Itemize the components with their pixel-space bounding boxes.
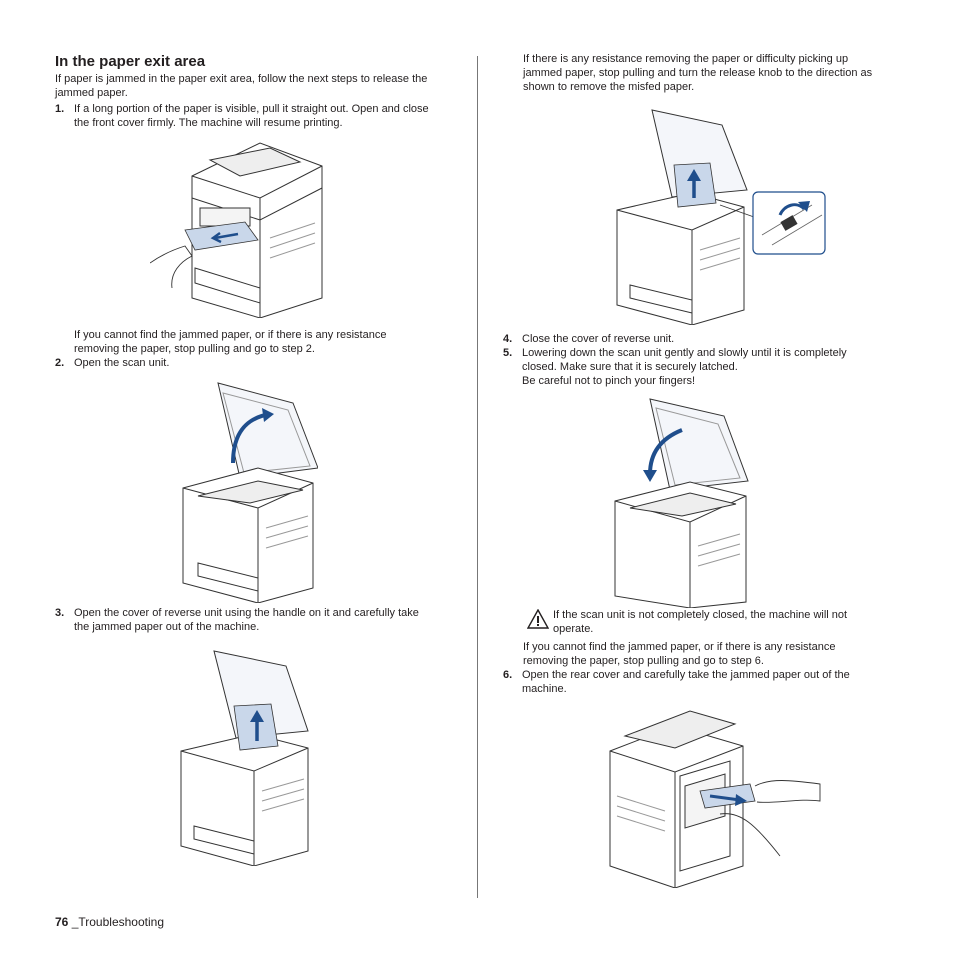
step-number: 6. — [503, 669, 513, 681]
step-number: 1. — [55, 103, 65, 115]
hand-icon — [754, 780, 821, 803]
step-number: 4. — [503, 333, 513, 345]
step-number: 5. — [503, 347, 513, 359]
note-line: removing the paper, stop pulling and go … — [523, 655, 764, 667]
page-footer: 76 _Troubleshooting — [55, 914, 164, 930]
warning-icon — [526, 608, 550, 634]
step-line: Lowering down the scan unit gently and s… — [522, 347, 847, 359]
figure-open-scan-unit — [178, 378, 318, 603]
printer-illustration — [616, 109, 826, 325]
figure-lower-scan-unit — [612, 396, 752, 608]
arrow-icon — [648, 428, 683, 475]
step-line: closed. Make sure that it is securely la… — [522, 361, 738, 373]
column-divider — [477, 56, 478, 898]
printer-illustration — [180, 650, 309, 866]
note-line: removing the paper, stop pulling and go … — [74, 343, 315, 355]
figure-release-knob — [612, 105, 827, 325]
intro-text: If paper is jammed in the paper exit are… — [55, 73, 428, 99]
note-line: If you cannot find the jammed paper, or … — [523, 641, 836, 653]
figure-reverse-unit-open — [176, 646, 316, 866]
rotate-arrow-icon — [778, 203, 806, 216]
step-line: Open the rear cover and carefully take t… — [522, 669, 850, 681]
arrow-icon — [210, 231, 239, 244]
step-line: Be careful not to pinch your fingers! — [522, 375, 696, 387]
arrowhead-icon — [687, 169, 701, 181]
warning-line: If the scan unit is not completely close… — [553, 609, 848, 621]
note-line: jammed paper, stop pulling and turn the … — [523, 67, 873, 79]
note-step1: If you cannot find the jammed paper, or … — [74, 328, 454, 356]
step-line: Open the scan unit. — [74, 357, 170, 369]
printer-illustration — [150, 142, 323, 318]
warning-line: operate. — [553, 623, 594, 635]
hand-icon — [150, 245, 193, 289]
step-line: Close the cover of reverse unit. — [522, 333, 675, 345]
printer-illustration — [614, 398, 749, 608]
figure-rear-cover — [605, 706, 825, 888]
step-line: machine. — [522, 683, 567, 695]
printer-illustration — [609, 710, 821, 888]
printer-illustration — [182, 382, 318, 603]
release-knob-icon — [780, 215, 798, 231]
step-line: If a long portion of the paper is visibl… — [74, 103, 429, 115]
note-line: shown to remove the misfed paper. — [523, 81, 695, 93]
warning-text: If the scan unit is not completely close… — [553, 608, 903, 636]
note-resistance: If there is any resistance removing the … — [523, 52, 903, 94]
arrowhead-icon — [250, 710, 264, 722]
step-line: Open the cover of reverse unit using the… — [74, 607, 419, 619]
note-step6: If you cannot find the jammed paper, or … — [523, 640, 903, 668]
note-line: If there is any resistance removing the … — [523, 53, 849, 65]
step-line: the front cover firmly. The machine will… — [74, 117, 343, 129]
arrowhead-icon — [262, 408, 274, 422]
page-number: 76 — [55, 915, 69, 929]
step-number: 2. — [55, 357, 65, 369]
hand-icon — [719, 813, 781, 857]
arrowhead-icon — [643, 470, 657, 482]
step-number: 3. — [55, 607, 65, 619]
section-title: In the paper exit area — [55, 53, 206, 70]
arrow-icon — [709, 794, 741, 802]
figure-printer-pull-paper — [150, 138, 330, 318]
note-line: If you cannot find the jammed paper, or … — [74, 329, 387, 341]
step-line: the jammed paper out of the machine. — [74, 621, 260, 633]
footer-section: _Troubleshooting — [71, 915, 164, 929]
